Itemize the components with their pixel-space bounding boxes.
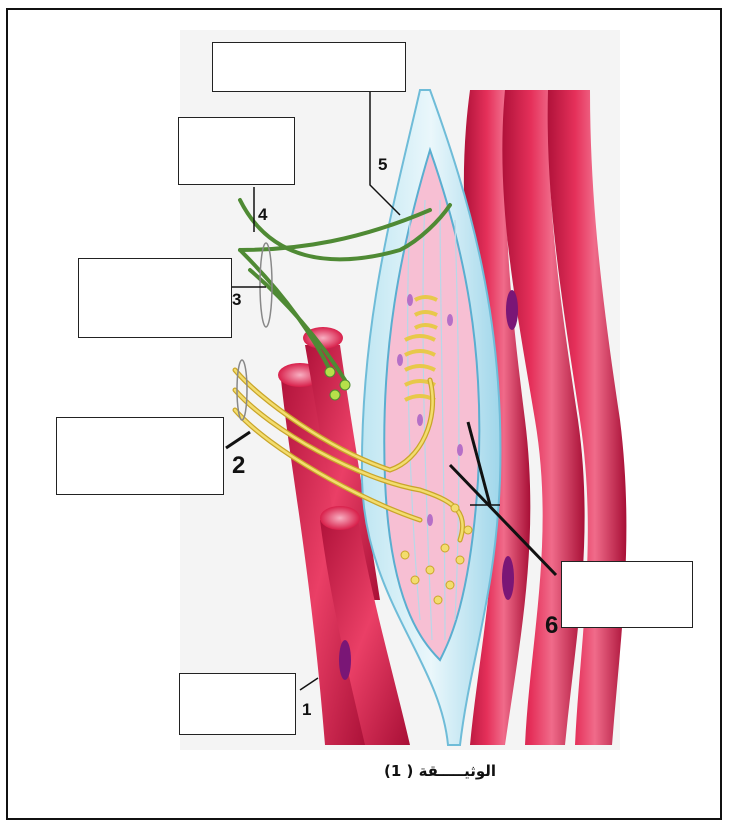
label-number-3: 3 [232, 290, 241, 310]
label-box-5[interactable] [212, 42, 406, 92]
label-box-3[interactable] [78, 258, 232, 338]
label-box-1[interactable] [179, 673, 296, 735]
label-number-2: 2 [232, 452, 245, 480]
nucleus [502, 556, 514, 600]
label-number-1: 1 [302, 700, 311, 720]
label-number-4: 4 [258, 205, 267, 225]
nucleus [506, 290, 518, 330]
label-box-6[interactable] [561, 561, 693, 628]
label-box-2[interactable] [56, 417, 224, 495]
label-number-5: 5 [378, 155, 387, 175]
nucleus [339, 640, 351, 680]
label-box-4[interactable] [178, 117, 295, 185]
label-number-6: 6 [545, 612, 558, 640]
document-caption: الوثيـــــقة ( 1) [350, 762, 530, 780]
